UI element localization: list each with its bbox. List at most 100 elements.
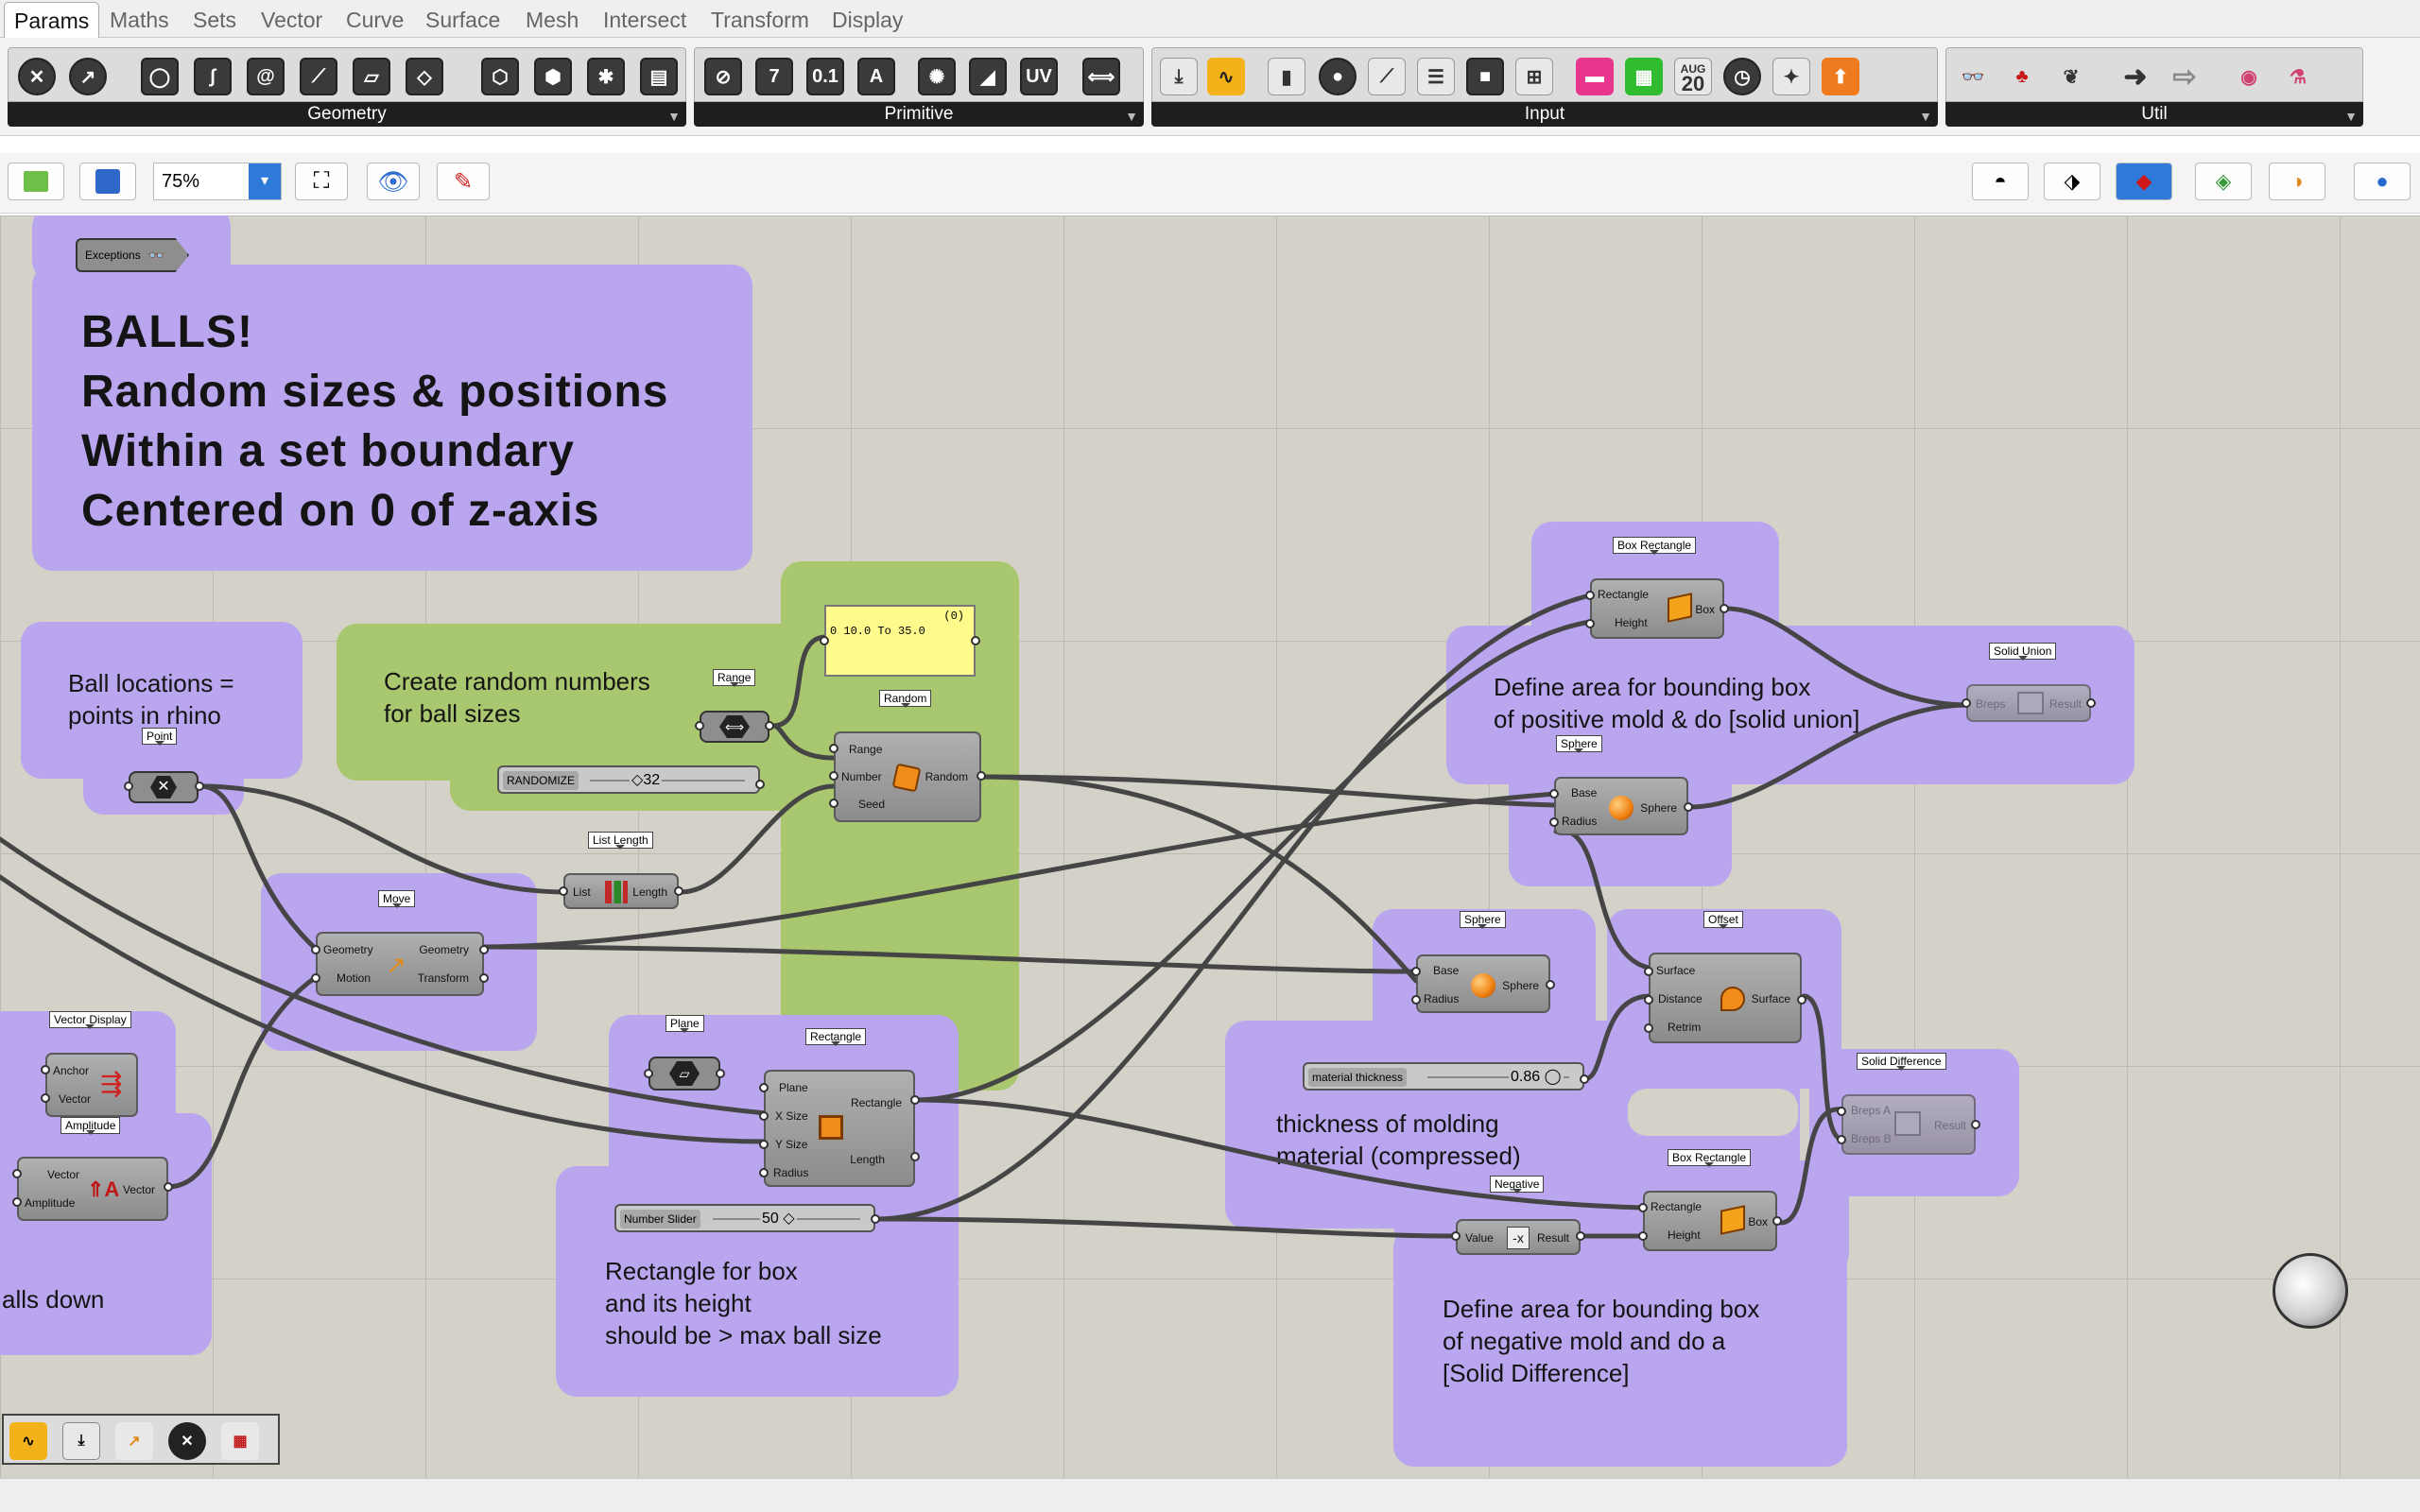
circle-icon[interactable]: ◯ [141,58,179,95]
move-tool-icon[interactable]: ↗ [115,1422,153,1460]
number-slider[interactable]: Number Slider 50 ◇ [614,1204,875,1232]
tab-display[interactable]: Display [832,8,904,32]
sphere-mid-component[interactable]: Base Radius Sphere [1416,954,1550,1013]
ribbon-label-geometry[interactable]: Geometry▼ [8,102,686,127]
color-swatch-icon[interactable]: ▬ [1576,58,1614,95]
spiral-icon[interactable]: @ [247,58,285,95]
panel-icon[interactable]: ■ [1466,58,1504,95]
vector-display-component[interactable]: Anchor Vector ⇶ [45,1053,138,1117]
matrix-icon[interactable]: ⊞ [1515,58,1553,95]
plane-icon[interactable]: ▱ [353,58,390,95]
grid-tool-icon[interactable]: ▦ [221,1422,259,1460]
navigation-gumball-icon[interactable] [2273,1253,2348,1329]
boolean-icon[interactable]: ⊘ [704,58,742,95]
group-title[interactable] [32,265,752,571]
randomize-slider[interactable]: RANDOMIZE ◇32 [497,765,760,794]
save-button[interactable] [79,163,136,200]
flask-icon[interactable]: ⚗ [2290,66,2307,88]
chevron-down-icon[interactable]: ▼ [667,109,681,124]
solid-union-component[interactable]: Breps Result [1966,684,2091,722]
chevron-down-icon[interactable]: ▼ [1919,109,1932,124]
render-button[interactable]: ● [2354,163,2411,200]
material-button[interactable]: ◑ [2269,163,2325,200]
random-component[interactable]: Range Number Seed Random [834,731,981,822]
toggle-icon[interactable]: ▮ [1268,58,1305,95]
ribbon-label-util[interactable]: Util▼ [1945,102,2363,127]
wireframe-button[interactable]: ⬗ [2044,163,2100,200]
tab-params[interactable]: Params [4,2,100,38]
sphere-top-component[interactable]: Base Radius Sphere [1554,777,1688,835]
button-icon[interactable]: ● [1319,58,1357,95]
arrow-right-icon[interactable]: ➜ [2123,60,2148,93]
chevron-down-icon[interactable]: ▼ [1125,109,1138,124]
tab-transform[interactable]: Transform [711,8,809,32]
rectangle-component[interactable]: Plane X Size Y Size Radius Rectangle Len… [764,1070,915,1187]
mesh-icon[interactable]: ✱ [587,58,625,95]
tab-sets[interactable]: Sets [193,8,237,32]
domain-icon[interactable]: ◢ [969,58,1007,95]
cherry-icon[interactable]: ♣ [2015,65,2029,87]
list-length-component[interactable]: List Length [563,873,679,909]
box-icon[interactable]: ⬡ [481,58,519,95]
diamond-icon[interactable]: ◇ [406,58,443,95]
arrow-outline-icon[interactable]: ⇨ [2172,60,2197,93]
tab-surface[interactable]: Surface [425,8,501,32]
surface-icon[interactable]: ▤ [640,58,678,95]
material-thickness-slider[interactable]: material thickness 0.86 ◯ [1303,1062,1584,1091]
uv-icon[interactable]: UV [1020,58,1058,95]
import-icon[interactable]: ⬆ [1822,58,1859,95]
point-component[interactable]: ✕ [129,771,199,803]
tab-vector[interactable]: Vector [261,8,323,32]
group-balls-down[interactable] [0,1113,212,1355]
move-component[interactable]: Geometry Motion Geometry Transform ↗ [316,932,484,996]
chevron-down-icon[interactable]: ▼ [2344,109,2358,124]
open-file-button[interactable] [8,163,64,200]
box-rect-bot-component[interactable]: Rectangle Height Box [1643,1191,1777,1251]
data-input-icon[interactable]: ⤓ [1160,58,1198,95]
graph-mapper-icon[interactable]: ∿ [9,1422,47,1460]
glasses-icon[interactable]: 👓 [1961,66,1985,88]
control-knob-icon[interactable]: ✦ [1772,58,1810,95]
output-panel[interactable]: (0) 0 10.0 To 35.0 [824,605,976,677]
tab-maths[interactable]: Maths [110,8,169,32]
preview-off-button[interactable]: ◓ [1972,163,2029,200]
offset-component[interactable]: Surface Distance Retrim Surface [1649,953,1802,1043]
tab-intersect[interactable]: Intersect [603,8,687,32]
sketch-button[interactable]: ✎ [437,163,490,200]
plane-component[interactable]: ▱ [648,1057,720,1091]
zoom-extents-button[interactable]: ⛶ [295,163,348,200]
text-icon[interactable]: A [857,58,895,95]
zoom-select[interactable]: 75%▾ [153,163,282,200]
exceptions-component[interactable]: Exceptions👓 [76,238,189,272]
colour-icon[interactable]: ✺ [918,58,956,95]
interval-icon[interactable]: ⟺ [1082,58,1120,95]
data-input-icon[interactable]: ⤓ [62,1422,100,1460]
arrow-icon[interactable]: ↗ [69,58,107,95]
geometry-x-icon[interactable]: ✕ [18,58,56,95]
ribbon-label-primitive[interactable]: Primitive▼ [694,102,1144,127]
brep-icon[interactable]: ⬢ [534,58,572,95]
tab-curve[interactable]: Curve [346,8,405,32]
line-icon[interactable]: ⟋ [300,58,337,95]
color-picker-icon[interactable]: ▦ [1625,58,1663,95]
range-component[interactable]: ⟺ [700,711,769,743]
selected-only-button[interactable]: ◈ [2195,163,2252,200]
tree-icon[interactable]: ❦ [2063,66,2080,88]
solid-difference-component[interactable]: Breps A Breps B Result [1841,1094,1976,1155]
clock-icon[interactable]: ◷ [1723,58,1761,95]
number-icon[interactable]: 0.1 [806,58,844,95]
value-list-icon[interactable]: ☰ [1417,58,1455,95]
point-tool-icon[interactable]: ✕ [168,1422,206,1460]
amplitude-component[interactable]: Vector Amplitude Vector ⇑A [17,1157,168,1221]
grasshopper-canvas[interactable]: BALLS! Random sizes & positions Within a… [0,215,2420,1478]
box-rect-top-component[interactable]: Rectangle Height Box [1590,578,1724,639]
ribbon-label-input[interactable]: Input▼ [1151,102,1938,127]
curve-icon[interactable]: ∫ [194,58,232,95]
chevron-down-icon[interactable]: ▾ [249,163,281,199]
shaded-preview-button[interactable]: ◆ [2116,163,2172,200]
negative-component[interactable]: Value Result -x [1456,1219,1581,1255]
integer-icon[interactable]: 7 [755,58,793,95]
cluster-icon[interactable]: ◉ [2240,66,2257,88]
tab-mesh[interactable]: Mesh [526,8,579,32]
